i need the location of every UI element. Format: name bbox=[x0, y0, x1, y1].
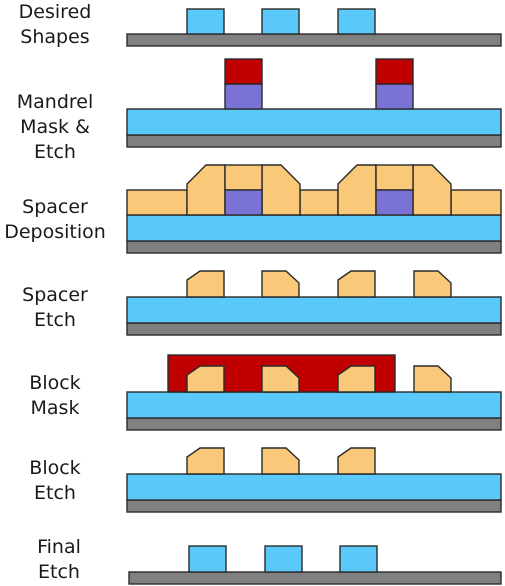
film-layer bbox=[126, 296, 502, 324]
spacer-layer bbox=[450, 189, 502, 216]
hardmask bbox=[224, 58, 263, 85]
spacer bbox=[186, 447, 225, 475]
desired-shape bbox=[337, 8, 376, 35]
spacer-sidewall bbox=[186, 164, 226, 216]
spacer-sidewall bbox=[337, 164, 377, 216]
final-shape bbox=[264, 545, 303, 573]
spacer bbox=[413, 270, 452, 298]
spacer bbox=[413, 365, 452, 393]
substrate-layer bbox=[128, 571, 502, 585]
spacer-deposition-stack bbox=[126, 164, 502, 254]
spacer-sidewall bbox=[261, 164, 301, 216]
mandrel bbox=[375, 83, 414, 110]
film-layer bbox=[126, 214, 502, 242]
step-label-line2: Mask & Etch bbox=[20, 116, 90, 163]
substrate-layer bbox=[126, 417, 502, 431]
step-label-line2: Etch bbox=[34, 482, 76, 504]
desired-shape bbox=[261, 8, 300, 35]
spacer-layer bbox=[126, 189, 188, 216]
mandrel bbox=[375, 189, 414, 216]
step-label-block-etch: Block Etch bbox=[0, 456, 110, 506]
spacer bbox=[337, 447, 376, 475]
block-mask-stack bbox=[126, 354, 502, 431]
step-label-final-etch: Final Etch bbox=[4, 535, 114, 585]
step-label-line1: Final bbox=[37, 536, 81, 558]
spacer bbox=[186, 270, 225, 298]
step-label-spacer-deposition: Spacer Deposition bbox=[0, 195, 110, 245]
step-label-line2: Shapes bbox=[20, 26, 90, 48]
step-label-line2: Etch bbox=[34, 309, 76, 331]
spacer bbox=[261, 365, 300, 393]
film-layer bbox=[126, 391, 502, 419]
step-label-line1: Mandrel bbox=[16, 91, 94, 113]
film-layer bbox=[126, 108, 502, 136]
substrate-layer bbox=[126, 322, 502, 336]
spacer bbox=[337, 365, 376, 393]
spacer-layer bbox=[299, 189, 339, 216]
hardmask bbox=[375, 58, 414, 85]
desired-shape bbox=[186, 8, 225, 35]
spacer bbox=[261, 270, 300, 298]
step-label-mandrel: Mandrel Mask & Etch bbox=[0, 90, 110, 165]
substrate-layer bbox=[126, 499, 502, 513]
spacer-sidewall bbox=[412, 164, 452, 216]
step-label-line2: Etch bbox=[38, 561, 80, 583]
desired-shapes-stack bbox=[126, 8, 502, 47]
step-label-line1: Spacer bbox=[22, 196, 88, 218]
mandrel bbox=[224, 189, 263, 216]
film-layer bbox=[126, 473, 502, 501]
step-label-line1: Desired bbox=[18, 1, 92, 23]
substrate-layer bbox=[126, 33, 502, 47]
step-label-line2: Deposition bbox=[4, 221, 106, 243]
mandrel-stack bbox=[126, 58, 502, 148]
final-etch-stack bbox=[128, 545, 502, 585]
step-label-line1: Block bbox=[29, 372, 81, 394]
spacer-etch-stack bbox=[126, 270, 502, 336]
step-label-spacer-etch: Spacer Etch bbox=[0, 283, 110, 333]
spacer bbox=[337, 270, 376, 298]
spacer bbox=[261, 447, 300, 475]
substrate-layer bbox=[126, 134, 502, 148]
spacer bbox=[186, 365, 225, 393]
final-shape bbox=[188, 545, 227, 573]
step-label-line1: Block bbox=[29, 457, 81, 479]
step-label-desired-shapes: Desired Shapes bbox=[0, 0, 110, 50]
mandrel bbox=[224, 83, 263, 110]
step-label-line1: Spacer bbox=[22, 284, 88, 306]
final-shape bbox=[339, 545, 378, 573]
block-etch-stack bbox=[126, 447, 502, 513]
spacer-cap bbox=[224, 164, 263, 191]
step-label-block-mask: Block Mask bbox=[0, 371, 110, 421]
step-label-line2: Mask bbox=[30, 397, 80, 419]
substrate-layer bbox=[126, 240, 502, 254]
spacer-cap bbox=[375, 164, 414, 191]
